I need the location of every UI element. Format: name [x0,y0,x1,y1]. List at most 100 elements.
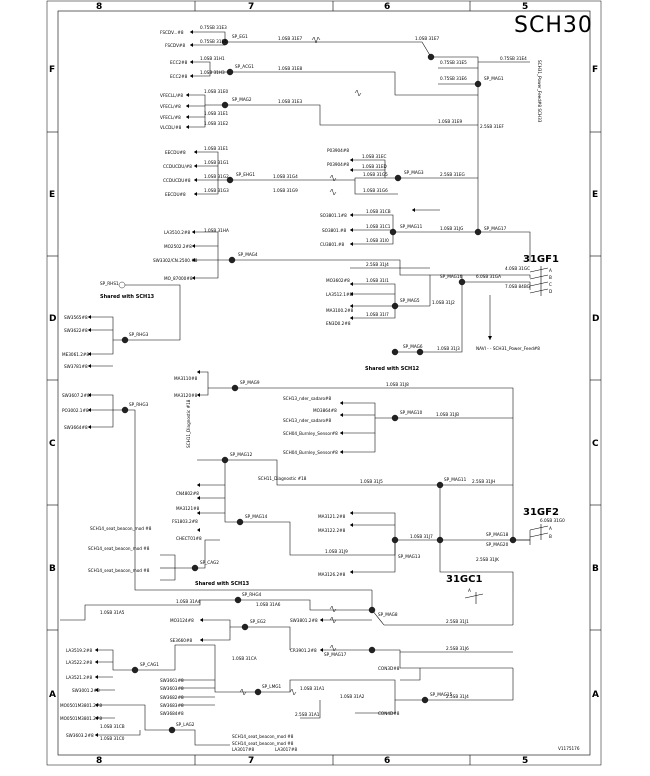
component-label: SW3664#8 [64,425,88,430]
splice-dot [391,348,399,356]
splice-dot [226,68,234,76]
splice-dot [368,646,376,654]
wire-label: 1.0SB 31HA [204,228,229,233]
splice-dot [391,414,399,422]
component-label: SW3781#8 [64,364,88,369]
component-label: MA3120#8 [174,393,198,398]
splice-dot [368,606,376,614]
component-label: P03904#8 [327,162,349,167]
splice-dot [416,348,424,356]
component-label: FSCDV...#8 [160,30,184,35]
splice-dot [421,696,429,704]
component-label: EN3D0.2#8 [326,321,351,326]
splice-dot [231,384,239,392]
wire-label: 1.0SB 31E2 [204,121,228,126]
zone-label-A-right: A [592,690,599,700]
zone-label-C: C [49,439,56,449]
splice-label: SP_MAG17 [484,226,507,231]
splice-dot [458,278,466,286]
splice-dot [121,406,129,414]
outer-frame [46,0,602,766]
wire-label: 1.0SB 31C0 [100,736,125,741]
component-label: MO3602#8 [326,278,350,283]
component-label: PO3002.1#8 [62,408,89,413]
connector-31GF2: 31GF2 [523,507,559,518]
component-label: SCH14_seat_beacon_mod #8 [232,734,294,739]
component-label: SW3684#8 [160,711,184,716]
wire-label: 2.5SB 31JK [476,557,499,562]
wire-label: 1.0SB 31E9 [438,119,462,124]
shared-note: Shared with SCH13 [195,581,250,587]
splice-label: SP_MAG1 [484,76,504,81]
component-label: MA3100.2#8 [326,308,354,313]
wire-label: 1.0SB 31G3 [204,188,229,193]
wire-label: 1.0SB 31C1 [366,224,391,229]
component-label: MA3126.2#8 [318,572,346,577]
splice-label: SP_MAG17 [324,652,347,657]
wire-label: 2.5SB 31J4 [446,694,469,699]
zone-label-8-bottom: 8 [96,756,102,766]
splice-dot [254,688,262,696]
component-label: MA3110#8 [174,376,198,381]
splice-label: SP_MAG11 [444,477,467,482]
shared-note: Shared with SCH12 [365,366,420,372]
zone-label-D: D [49,314,56,324]
terminal-arrows [88,30,492,737]
splice-label: SP_RHG3 [129,332,149,337]
splice-dot [391,536,399,544]
splice-label: SP_LMG1 [262,684,281,689]
component-label: MA3121#8 [176,506,200,511]
footer-id: V1175176 [558,746,580,751]
component-label: EECDU#8 [165,192,186,197]
component-label: SW3607.2#8 [62,393,90,398]
component-label: SCH13_nder_sadaro#8 [283,418,332,423]
component-label: MA3122.2#8 [318,528,346,533]
zone-label-B-right: B [592,564,599,574]
component-label: SCH14_seat_beacon_mod #8 [88,568,150,573]
wire-label: 1.0SB 31ED [362,164,387,169]
splice-label: SP_LAG2 [176,722,195,727]
splice-label: SP_RHS1 [100,281,119,286]
splice-label: SP_CAG2 [200,560,219,565]
wire-label: 2.5SB 31J4 [366,262,389,267]
splice-label: SP_MAG18 [486,532,509,537]
component-label: SE3660#8 [170,638,192,643]
splice-label: SP_MAG12 [230,452,253,457]
zone-label-5: 5 [522,2,528,12]
zone-label-7-bottom: 7 [248,756,254,766]
connector-31GC1: 31GC1 [446,574,482,585]
component-label: SW3001.2#8 [72,688,100,693]
component-label: LA3521.2#8 [66,675,92,680]
splice-label: SP_MAG4 [238,252,258,257]
component-label: CCDUCDU/#8 [163,164,192,169]
wire-label: 2.5SB 31J1 [446,619,469,624]
wire-label: 1.0SB 31A5 [100,610,125,615]
open-node [118,281,126,289]
splice-label: SP_MAG2 [232,97,252,102]
component-label: ECC2#8 [170,74,188,79]
pin-label: D [549,289,552,294]
component-label: SW3682#8 [160,695,184,700]
component-label: VFECLL/#8 [160,93,183,98]
splice-dot [221,456,229,464]
wire-label: 1.0SB 31CB [100,724,125,729]
wire-label: 0.75SB 31E4 [200,39,227,44]
component-label: CCDUCDU#8 [163,178,191,183]
component-label: FSCDV#8 [165,43,185,48]
wire-labels: 0.75SB 31E3 0.75SB 31E4 1.0SB 31H1 1.0SB… [100,25,565,741]
wire-label: 1.0SB 31JG [440,226,463,231]
splice-label: SP_MAG13 [398,554,421,559]
zone-label-8: 8 [96,2,102,12]
wire-label: 1.0SB 31G5 [363,172,388,177]
component-label: CHECT01#8 [176,536,202,541]
splice-label: SP_MAG15 [430,692,453,697]
component-label: SCH14_seat_beacon_mod #8 [90,526,152,531]
splice-dot [474,228,482,236]
pin-label: A [549,268,552,273]
splice-dot [509,536,517,544]
wiring [60,31,531,746]
component-label: LA3522.2#8 [66,660,92,665]
wire-label: 1.0SB 31E3 [278,99,302,104]
splice-dot [241,623,249,631]
component-label: CON4D#8 [378,711,400,716]
